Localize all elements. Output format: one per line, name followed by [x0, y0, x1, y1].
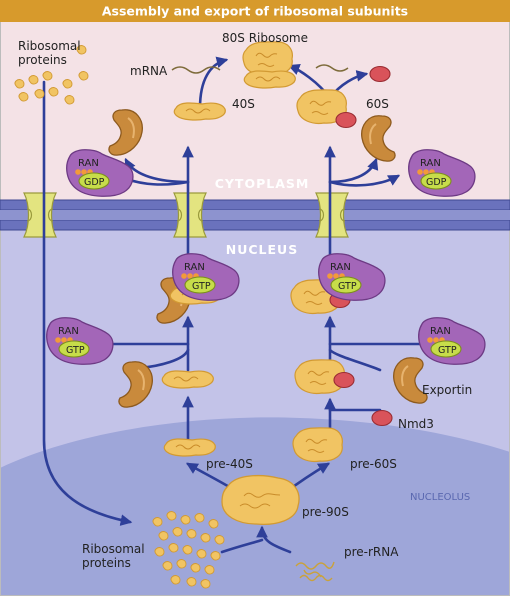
ribosomal-proteins-bottom-line1: Ribosomal	[82, 542, 145, 556]
svg-text:RAN: RAN	[58, 326, 79, 337]
export-complex-40s: RAN GTP	[155, 253, 240, 325]
nucleolus-label: NUCLEOLUS	[410, 492, 470, 503]
cytoplasm-label: CYTOPLASM	[215, 176, 310, 191]
subunit-60s-label: 60S	[366, 97, 389, 111]
nmd3-label: Nmd3	[398, 417, 434, 431]
ran-gdp-left: RAN GDP	[66, 149, 134, 197]
svg-text:GTP: GTP	[438, 345, 457, 356]
ran-gdp-right: RAN GDP	[408, 149, 476, 197]
pre-90s-label: pre-90S	[302, 505, 349, 519]
pre-rrna-label: pre-rRNA	[344, 545, 399, 559]
nuclear-pore-left	[23, 192, 57, 238]
nmd3-free-top	[369, 65, 391, 83]
subunit-40s	[173, 102, 226, 121]
pre-90s-particle	[221, 474, 300, 526]
svg-text:RAN: RAN	[184, 262, 205, 273]
pre-40s-particle	[163, 438, 216, 457]
svg-text:RAN: RAN	[330, 262, 351, 273]
title-bar	[0, 0, 510, 22]
pre-60s-label: pre-60S	[350, 457, 397, 471]
ribosome-80s-label: 80S Ribosome	[222, 31, 308, 45]
export-complex-60s: RAN GTP	[290, 253, 386, 315]
mrna-label: mRNA	[130, 64, 168, 78]
exportin-label: Exportin	[422, 383, 472, 397]
diagram-title: Assembly and export of ribosomal subunit…	[102, 4, 408, 19]
ribosomal-proteins-top-line2: proteins	[18, 53, 67, 67]
svg-text:RAN: RAN	[78, 158, 99, 169]
svg-text:GTP: GTP	[66, 345, 85, 356]
svg-text:GTP: GTP	[338, 281, 357, 292]
nuclear-pore-center	[173, 192, 207, 238]
svg-text:GTP: GTP	[192, 281, 211, 292]
nuclear-envelope-outer	[0, 199, 510, 211]
svg-text:GDP: GDP	[84, 177, 105, 188]
ribosomal-proteins-top-line1: Ribosomal	[18, 39, 81, 53]
svg-text:RAN: RAN	[430, 326, 451, 337]
nucleus-label: NUCLEUS	[226, 242, 298, 257]
pre-40s-intermediate	[161, 370, 214, 389]
svg-text:RAN: RAN	[420, 158, 441, 169]
pre-rrna-strand	[295, 561, 335, 582]
ribosome-80s	[171, 41, 349, 89]
ribosomal-proteins-bottom-line2: proteins	[82, 556, 131, 570]
ran-gtp-left: RAN GTP	[46, 317, 114, 365]
ran-gtp-right: RAN GTP	[418, 317, 486, 365]
pre-40s-label: pre-40S	[206, 457, 253, 471]
nuclear-envelope-inner	[0, 219, 510, 231]
svg-text:GDP: GDP	[426, 177, 447, 188]
nuclear-pore-right	[315, 192, 349, 238]
subunit-40s-label: 40S	[232, 97, 255, 111]
pre-60s-particle	[292, 427, 343, 463]
nmd3-free	[371, 409, 393, 427]
